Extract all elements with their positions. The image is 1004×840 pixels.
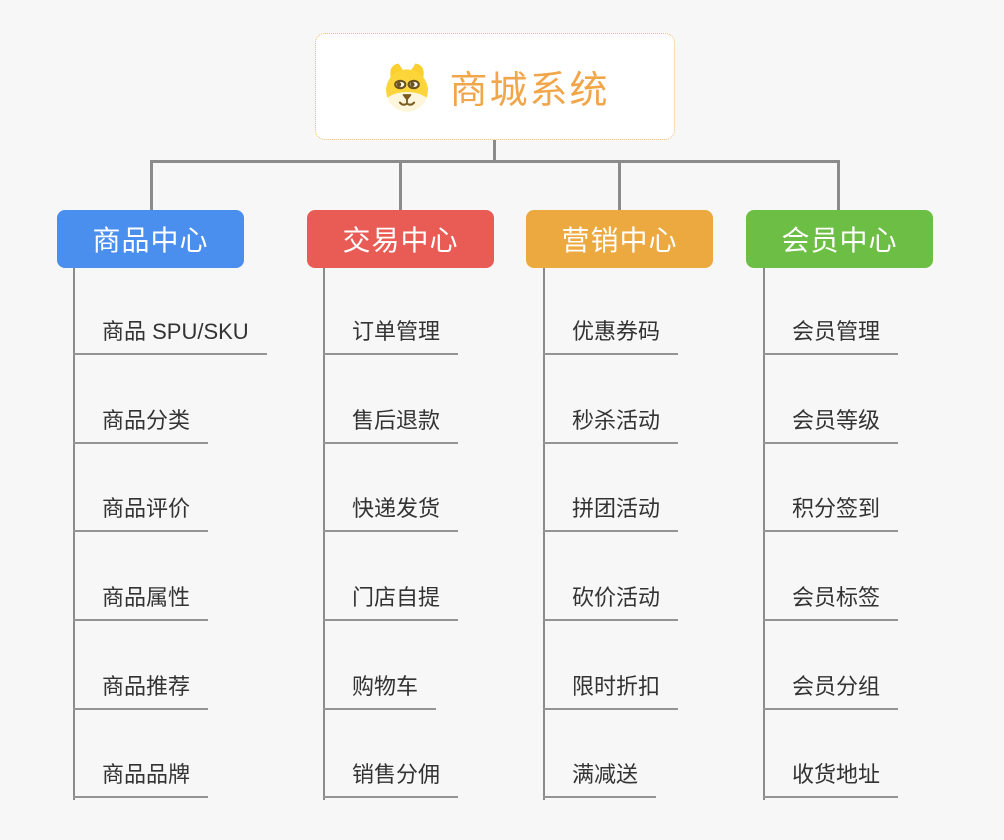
leaf-node[interactable]: 积分签到 [763, 496, 899, 532]
leaf-node[interactable]: 会员分组 [763, 674, 899, 710]
leaf-node[interactable]: 拼团活动 [543, 496, 679, 532]
leaf-node[interactable]: 商品 SPU/SKU [73, 319, 267, 355]
leaf-node[interactable]: 会员管理 [763, 319, 899, 355]
connector-root-stem [493, 140, 496, 161]
leaf-node[interactable]: 购物车 [323, 674, 437, 710]
leaf-node[interactable]: 门店自提 [323, 585, 459, 621]
leaf-node[interactable]: 优惠券码 [543, 319, 679, 355]
leaf-node[interactable]: 商品推荐 [73, 674, 209, 710]
leaf-node[interactable]: 砍价活动 [543, 585, 679, 621]
dog-face-icon [386, 63, 429, 111]
leaf-node[interactable]: 会员标签 [763, 585, 899, 621]
leaf-node[interactable]: 商品属性 [73, 585, 209, 621]
leaf-node[interactable]: 快递发货 [323, 496, 459, 532]
branch-children-member: 会员管理 会员等级 积分签到 会员标签 会员分组 收货地址 [763, 268, 998, 802]
leaf-node[interactable]: 商品品牌 [73, 762, 209, 798]
leaf-node[interactable]: 销售分佣 [323, 762, 459, 798]
branch-node-product-center[interactable]: 商品中心 [57, 210, 244, 268]
branch-children-marketing: 优惠券码 秒杀活动 拼团活动 砍价活动 限时折扣 满减送 [543, 268, 778, 802]
connector-drop-member [837, 160, 840, 210]
connector-drop-product [150, 160, 153, 210]
branch-node-marketing-center[interactable]: 营销中心 [526, 210, 713, 268]
leaf-node[interactable]: 会员等级 [763, 408, 899, 444]
leaf-node[interactable]: 订单管理 [323, 319, 459, 355]
leaf-node[interactable]: 限时折扣 [543, 674, 679, 710]
branch-node-trade-center[interactable]: 交易中心 [307, 210, 494, 268]
branch-node-member-center[interactable]: 会员中心 [746, 210, 933, 268]
connector-horizontal [150, 160, 840, 163]
leaf-node[interactable]: 售后退款 [323, 408, 459, 444]
leaf-node[interactable]: 商品分类 [73, 408, 209, 444]
root-node[interactable]: 商城系统 [315, 33, 675, 140]
connector-drop-trade [399, 160, 402, 210]
root-label: 商城系统 [449, 70, 610, 112]
leaf-node[interactable]: 商品评价 [73, 496, 209, 532]
branch-children-trade: 订单管理 售后退款 快递发货 门店自提 购物车 销售分佣 [323, 268, 558, 802]
connector-drop-marketing [618, 160, 621, 210]
leaf-node[interactable]: 秒杀活动 [543, 408, 679, 444]
leaf-node[interactable]: 满减送 [543, 762, 657, 798]
leaf-node[interactable]: 收货地址 [763, 762, 899, 798]
branch-children-product: 商品 SPU/SKU 商品分类 商品评价 商品属性 商品推荐 商品品牌 [73, 268, 308, 802]
